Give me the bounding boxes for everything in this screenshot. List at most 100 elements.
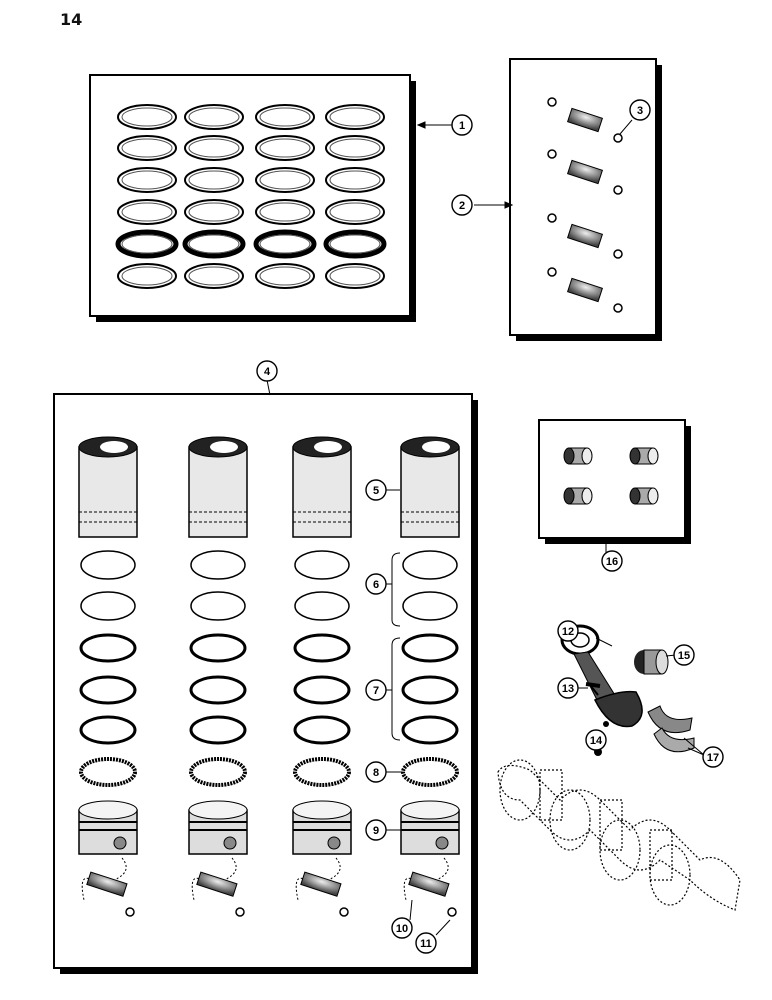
pin-retainer bbox=[235, 907, 245, 917]
callout-6: 6 bbox=[365, 573, 387, 595]
sleeve-piston-columns bbox=[78, 436, 460, 917]
sleeve-seal-ring bbox=[294, 591, 350, 621]
piston-ring bbox=[255, 263, 315, 289]
piston-ring bbox=[325, 135, 385, 161]
sleeve-piston-kit-panel bbox=[53, 393, 478, 974]
compression-ring bbox=[401, 675, 459, 705]
callout-label: 15 bbox=[678, 650, 690, 662]
piston-ring bbox=[184, 167, 244, 193]
piston-ring bbox=[255, 135, 315, 161]
compression-ring bbox=[293, 675, 351, 705]
callout-4: 4 bbox=[256, 360, 278, 382]
callout-17: 17 bbox=[702, 746, 724, 768]
rod-bearing-halves bbox=[647, 705, 695, 753]
cylinder-sleeve bbox=[400, 436, 460, 538]
piston-ring bbox=[115, 229, 179, 259]
callout-label: 10 bbox=[396, 923, 408, 935]
piston-ring bbox=[255, 104, 315, 130]
bushing bbox=[629, 447, 659, 465]
piston-pin bbox=[566, 107, 604, 133]
pin-retainer bbox=[547, 267, 557, 277]
callout-label: 16 bbox=[606, 556, 618, 568]
pin-retainer bbox=[447, 907, 457, 917]
callout-label: 5 bbox=[373, 485, 379, 497]
callout-label: 12 bbox=[562, 626, 574, 638]
compression-ring bbox=[189, 715, 247, 745]
pin-retainer bbox=[339, 907, 349, 917]
compression-ring bbox=[401, 715, 459, 745]
callout-label: 7 bbox=[373, 685, 379, 697]
sleeve-seal-ring bbox=[190, 550, 246, 580]
piston-ring bbox=[117, 263, 177, 289]
connecting-rod bbox=[560, 624, 643, 728]
page-number: 14 bbox=[60, 10, 83, 29]
piston-pin bbox=[566, 277, 604, 303]
piston-ring bbox=[255, 167, 315, 193]
rod-bushing bbox=[634, 649, 669, 675]
pin-retainer bbox=[547, 97, 557, 107]
callout-10: 10 bbox=[391, 917, 413, 939]
callout-7: 7 bbox=[365, 679, 387, 701]
compression-ring bbox=[293, 715, 351, 745]
callout-label: 3 bbox=[637, 105, 643, 117]
compression-ring bbox=[293, 633, 351, 663]
callout-leaders bbox=[266, 119, 705, 936]
sleeve-seal-ring bbox=[294, 550, 350, 580]
piston-ring-kit-panel bbox=[89, 74, 416, 322]
bushing bbox=[563, 447, 593, 465]
piston-ring bbox=[184, 104, 244, 130]
kit-column bbox=[292, 436, 352, 917]
crankshaft-phantom bbox=[497, 759, 741, 911]
piston-ring bbox=[325, 167, 385, 193]
callout-5: 5 bbox=[365, 479, 387, 501]
piston-pin bbox=[300, 871, 342, 897]
piston-pin-group bbox=[547, 97, 623, 313]
callout-9: 9 bbox=[365, 819, 387, 841]
sleeve-seal-ring bbox=[80, 550, 136, 580]
piston bbox=[400, 800, 460, 901]
callout-label: 17 bbox=[707, 752, 719, 764]
piston-ring bbox=[323, 229, 387, 259]
callout-12: 12 bbox=[557, 620, 579, 642]
cylinder-sleeve bbox=[78, 436, 138, 538]
piston-pin bbox=[408, 871, 450, 897]
piston-ring bbox=[117, 135, 177, 161]
compression-ring bbox=[79, 675, 137, 705]
callout-8: 8 bbox=[365, 761, 387, 783]
piston bbox=[292, 800, 352, 901]
oil-ring bbox=[401, 757, 459, 787]
compression-ring bbox=[189, 675, 247, 705]
pin-retainer bbox=[547, 213, 557, 223]
sleeve-seal-ring bbox=[80, 591, 136, 621]
callout-2: 2 bbox=[451, 194, 473, 216]
piston-ring bbox=[325, 263, 385, 289]
kit-column bbox=[188, 436, 248, 917]
compression-ring bbox=[189, 633, 247, 663]
kit-column bbox=[400, 436, 460, 917]
pin-retainer bbox=[613, 133, 623, 143]
piston-pin bbox=[196, 871, 238, 897]
piston bbox=[188, 800, 248, 901]
callout-label: 6 bbox=[373, 579, 379, 591]
callout-label: 2 bbox=[459, 200, 465, 212]
cylinder-sleeve bbox=[292, 436, 352, 538]
piston-ring bbox=[255, 199, 315, 225]
callout-label: 14 bbox=[590, 735, 603, 747]
piston-ring bbox=[117, 167, 177, 193]
callout-label: 4 bbox=[264, 366, 271, 378]
callout-3: 3 bbox=[629, 99, 651, 121]
pin-retainer bbox=[125, 907, 135, 917]
piston-ring bbox=[325, 199, 385, 225]
callout-label: 1 bbox=[459, 120, 465, 132]
cylinder-sleeve bbox=[188, 436, 248, 538]
bushing bbox=[563, 487, 593, 505]
piston-ring bbox=[184, 263, 244, 289]
compression-ring bbox=[401, 633, 459, 663]
kit-column bbox=[78, 436, 138, 917]
callout-11: 11 bbox=[415, 932, 437, 954]
sleeve-seal-ring bbox=[402, 591, 458, 621]
callout-label: 11 bbox=[420, 938, 432, 950]
callout-1: 1 bbox=[451, 114, 473, 136]
